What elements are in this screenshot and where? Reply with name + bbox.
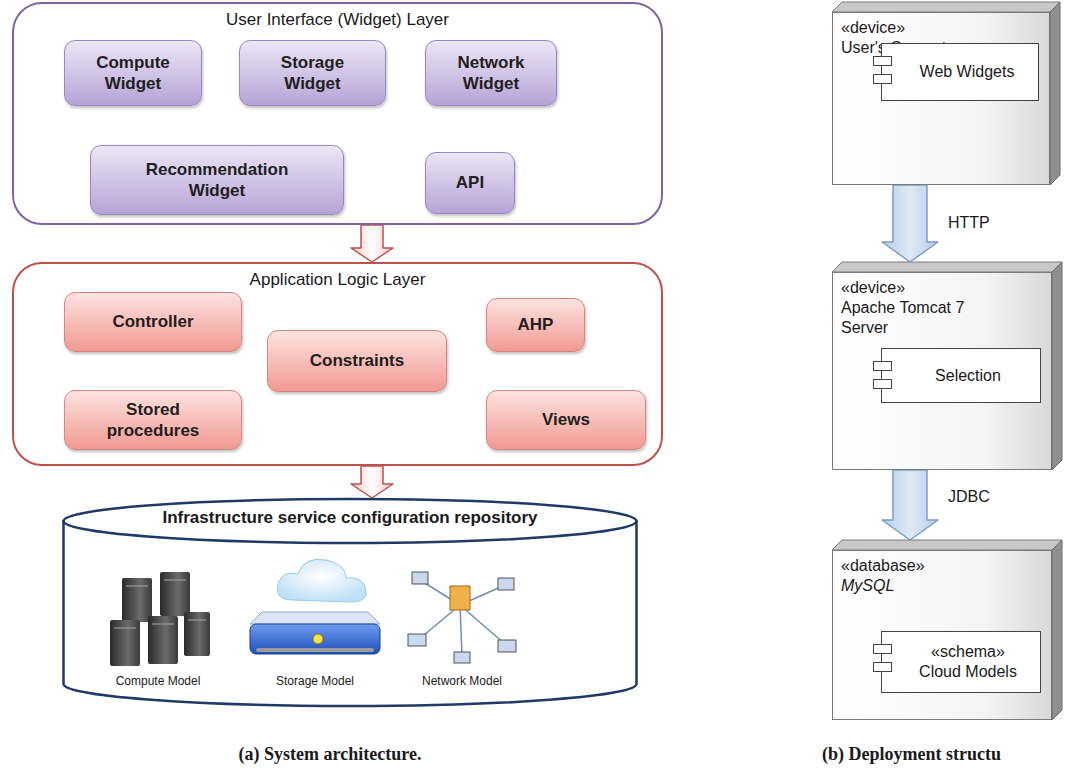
figure-caption: (a) System architecture. — [239, 744, 422, 765]
stereotype-text: «device» — [841, 18, 991, 38]
widget-box: Compute Widget — [64, 40, 202, 106]
component-box: «schema»Cloud Models — [881, 631, 1041, 693]
protocol-label: HTTP — [948, 214, 990, 232]
device-node: «device»User's ComputerWeb Widgets — [832, 12, 1050, 185]
storage-icon — [250, 559, 380, 654]
protocol-label: JDBC — [948, 488, 990, 506]
device-node: «device»Apache Tomcat 7 ServerSelection — [832, 272, 1052, 470]
logic-box: Controller — [64, 292, 242, 352]
figure-caption: (b) Deployment structu — [822, 744, 1001, 765]
node-text: Network Widget — [444, 52, 538, 95]
node-text: Views — [542, 409, 590, 430]
node-text: Selection — [935, 366, 1001, 386]
block-arrow — [351, 225, 393, 262]
layer-band: Application Logic LayerControllerConstra… — [12, 262, 663, 466]
node-text: AHP — [518, 314, 554, 335]
node-text: Stored procedures — [89, 399, 217, 442]
node-text: API — [456, 172, 484, 193]
widget-box: Storage Widget — [239, 40, 386, 106]
node-text: Cloud Models — [919, 662, 1017, 682]
block-arrow — [882, 470, 938, 540]
widget-box: Network Widget — [425, 40, 557, 106]
node-text: Web Widgets — [920, 62, 1015, 82]
device-side-face — [1052, 540, 1062, 720]
icon-caption: Compute Model — [116, 674, 201, 688]
icon-caption: Storage Model — [276, 674, 354, 688]
icon-caption: Network Model — [422, 674, 502, 688]
node-text: Compute Widget — [83, 52, 183, 95]
device-side-face — [1050, 2, 1060, 185]
node-text: Controller — [112, 311, 193, 332]
stereotype-text: «database» — [841, 556, 991, 576]
block-arrow — [882, 185, 938, 262]
device-top-face — [832, 540, 1062, 550]
node-text: Storage Widget — [262, 52, 363, 95]
node-text: Infrastructure service configuration rep… — [62, 508, 638, 528]
node-text: Apache Tomcat 7 Server — [841, 298, 991, 338]
node-text: Application Logic Layer — [14, 270, 661, 290]
node-text: Constraints — [310, 350, 404, 371]
block-arrow — [351, 466, 393, 498]
device-top-face — [832, 262, 1062, 272]
network-icon — [408, 572, 516, 663]
widget-box: API — [425, 152, 515, 214]
compute-icon — [110, 572, 210, 666]
component-box: Selection — [881, 348, 1041, 403]
layer-band: User Interface (Widget) LayerCompute Wid… — [12, 2, 663, 225]
stereotype-text: «schema» — [931, 642, 1005, 662]
node-text: User Interface (Widget) Layer — [14, 10, 661, 30]
cylinder-body — [64, 520, 637, 706]
logic-box: Stored procedures — [64, 390, 242, 450]
logic-box: Constraints — [267, 330, 447, 392]
component-box: Web Widgets — [881, 43, 1039, 101]
database-node: «database»MySQL «schema»Cloud Models — [832, 550, 1052, 720]
device-side-face — [1052, 262, 1062, 470]
node-text: MySQL — [841, 576, 991, 596]
device-top-face — [832, 2, 1060, 12]
widget-box: Recommendation Widget — [90, 145, 344, 215]
node-text: Recommendation Widget — [131, 159, 303, 202]
logic-box: Views — [486, 390, 646, 450]
stereotype-text: «device» — [841, 278, 991, 298]
logic-box: AHP — [486, 298, 585, 352]
